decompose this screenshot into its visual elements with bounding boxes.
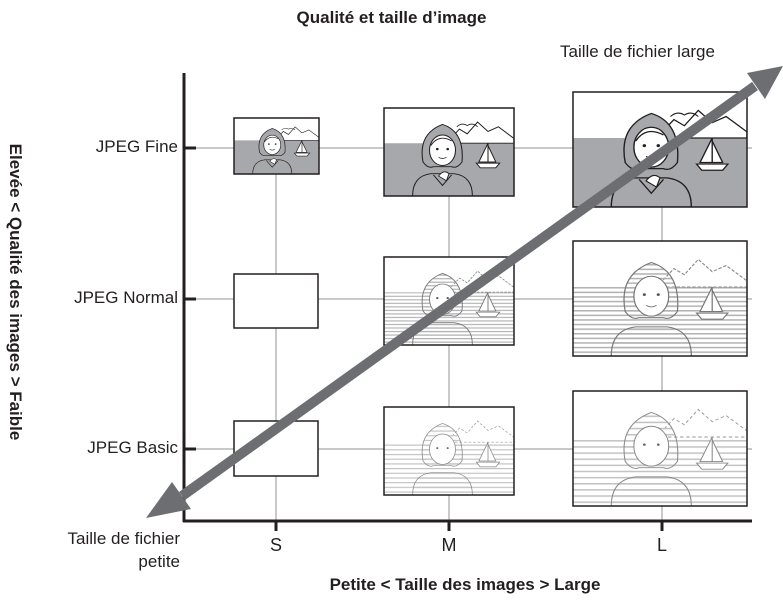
col-label-s: S — [269, 535, 282, 555]
thumbnail-normal-m — [383, 256, 515, 346]
thumbnail-normal-l — [572, 240, 748, 357]
thumbnail-fine-m — [383, 107, 515, 197]
x-axis-label: Petite < Taille des images > Large — [329, 575, 601, 594]
thumbnail-basic-m — [383, 406, 515, 496]
arrowhead-small — [146, 482, 191, 518]
thumbnail-basic-l — [572, 390, 748, 507]
small-file-size-label-line1: Taille de fichier — [67, 529, 180, 548]
row-label-fine: JPEG Fine — [95, 137, 178, 156]
thumbnail-fine-l — [572, 91, 748, 208]
small-file-size-label-line2: petite — [138, 552, 180, 571]
axes — [182, 73, 752, 531]
col-label-m: M — [441, 535, 457, 555]
arrowhead-large — [747, 66, 783, 99]
small-file-size-label: Taille de fichier petite — [28, 527, 180, 573]
col-label-l: L — [656, 535, 667, 555]
file-size-arrow — [146, 66, 783, 518]
thumbnail-normal-s — [233, 273, 319, 329]
thumbnail-fine-s — [233, 117, 320, 175]
row-label-basic: JPEG Basic — [87, 438, 178, 457]
row-fine-thumbnails — [233, 91, 748, 208]
large-file-size-label: Taille de fichier large — [560, 42, 715, 61]
row-normal-thumbnails — [233, 240, 748, 357]
row-label-normal: JPEG Normal — [74, 288, 178, 307]
page-title: Qualité et taille d’image — [296, 8, 487, 27]
